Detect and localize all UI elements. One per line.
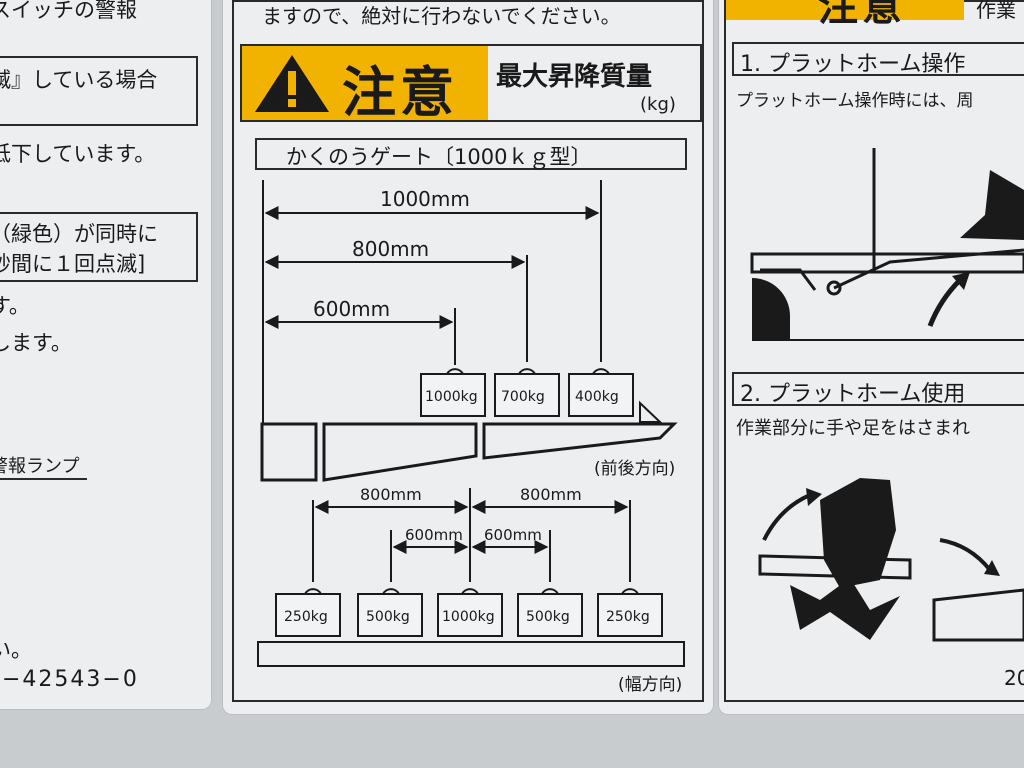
left-lamp-label: 警報ランプ bbox=[0, 452, 88, 480]
fb-weight-label-400: 400kg bbox=[575, 389, 619, 405]
left-text-line1: スイッチの警報 bbox=[0, 0, 137, 22]
w-weight-label-4: 500kg bbox=[526, 609, 570, 625]
fb-dim-label-600: 600mm bbox=[313, 297, 390, 321]
right-section2-title: 2. プラットホーム使用 bbox=[740, 382, 966, 407]
left-text-line3: 低下しています。 bbox=[0, 142, 156, 166]
fb-dim-label-800: 800mm bbox=[352, 237, 429, 261]
w-weight-label-2: 500kg bbox=[366, 609, 410, 625]
fb-weight-label-1000: 1000kg bbox=[425, 389, 478, 405]
left-boxed-note bbox=[0, 56, 198, 126]
w-weight-1000-center: 1000kg bbox=[437, 588, 503, 637]
left-text-line8: い。 bbox=[0, 638, 32, 662]
fb-direction-label: (前後方向) bbox=[594, 459, 675, 479]
fb-weight-700: 700kg bbox=[494, 368, 560, 417]
left-text-line6: す。 bbox=[0, 294, 30, 318]
left-text-line7: します。 bbox=[0, 331, 72, 355]
gate-platform-section-1 bbox=[322, 422, 478, 482]
w-dim-label-outer-left: 800mm bbox=[360, 485, 422, 504]
left-text-line5: 秒間に１回点滅] bbox=[0, 252, 146, 276]
left-part-number: 3−42543−0 bbox=[0, 667, 139, 692]
right-section1-box bbox=[732, 42, 1024, 76]
w-weight-250-right: 250kg bbox=[597, 588, 663, 637]
right-section1-title: 1. プラットホーム操作 bbox=[740, 52, 966, 77]
hand-pinch-illustration bbox=[758, 478, 1024, 642]
gate-tip-flap bbox=[639, 400, 663, 423]
left-boxed-note-2 bbox=[0, 212, 198, 282]
right-caution-yellow bbox=[726, 0, 964, 20]
caution-yellow-block: 注意 bbox=[242, 46, 488, 124]
center-top-text: ますので、絶対に行わないでください。 bbox=[262, 4, 621, 28]
right-section1-text: プラットホーム操作時には、周 bbox=[736, 91, 974, 111]
w-weight-500-left: 500kg bbox=[357, 588, 423, 637]
gate-title-box bbox=[255, 138, 687, 170]
right-section2-text: 作業部分に手や足をはさまれ bbox=[736, 418, 970, 439]
right-section2-box bbox=[732, 372, 1024, 406]
right-caution-word: 注意 bbox=[818, 0, 906, 30]
fb-weight-400: 400kg bbox=[568, 368, 634, 417]
gate-post-block bbox=[260, 422, 318, 482]
truck-gate-illustration bbox=[750, 148, 1024, 341]
kg-unit: (kg) bbox=[640, 94, 676, 115]
w-weight-label-3: 1000kg bbox=[442, 609, 495, 625]
caution-word: 注意 bbox=[342, 61, 458, 124]
w-weight-label-5: 250kg bbox=[606, 609, 650, 625]
gate-platform-section-2 bbox=[482, 422, 678, 460]
w-weight-label-1: 250kg bbox=[284, 609, 328, 625]
left-label-panel: スイッチの警報 滅』している場合 低下しています。 （緑色）が同時に 秒間に１回… bbox=[0, 0, 212, 710]
w-weight-500-right: 500kg bbox=[517, 588, 583, 637]
fb-dim-label-1000: 1000mm bbox=[380, 187, 470, 211]
w-direction-label: (幅方向) bbox=[618, 675, 682, 695]
left-text-line2: 滅』している場合 bbox=[0, 68, 158, 92]
w-dim-label-inner-left: 600mm bbox=[405, 526, 463, 544]
w-dim-label-outer-right: 800mm bbox=[520, 485, 582, 504]
width-platform-bar bbox=[257, 641, 685, 667]
fb-weight-label-700: 700kg bbox=[501, 389, 545, 405]
w-dim-label-inner-right: 600mm bbox=[484, 526, 542, 544]
gate-title: かくのうゲート〔1000ｋｇ型〕 bbox=[286, 145, 592, 169]
warning-triangle-icon bbox=[255, 55, 329, 112]
right-top-text: 作業 bbox=[976, 0, 1016, 22]
center-inner-border bbox=[232, 0, 704, 702]
right-code-fragment: 20 bbox=[1004, 666, 1024, 690]
caution-header: 注意 最大昇降質量 (kg) bbox=[240, 44, 702, 124]
left-text-line4: （緑色）が同時に bbox=[0, 222, 158, 246]
w-weight-250-left: 250kg bbox=[275, 588, 341, 637]
max-lift-heading: 最大昇降質量 bbox=[496, 62, 653, 92]
fb-weight-1000: 1000kg bbox=[420, 362, 486, 417]
